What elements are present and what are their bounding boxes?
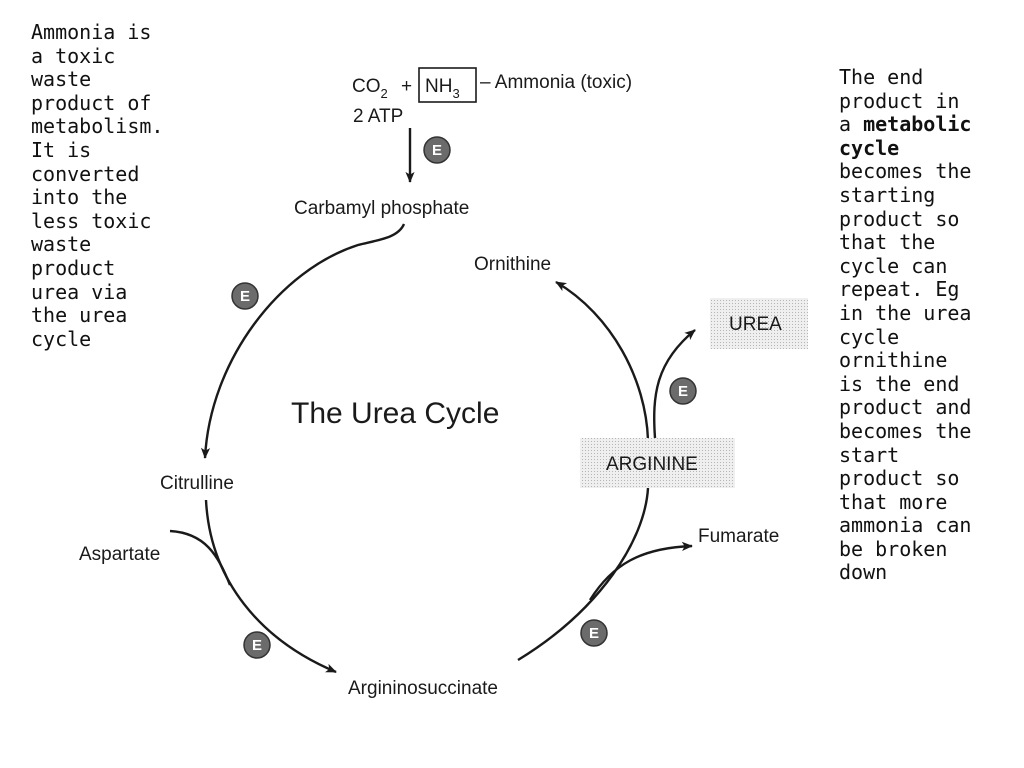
carbamyl-phosphate-label: Carbamyl phosphate <box>294 198 469 219</box>
co2-label: CO2 <box>352 76 388 101</box>
svg-text:E: E <box>589 625 599 642</box>
right-note-text-2: becomes the starting product so that the… <box>839 159 972 585</box>
enzyme-marker-3: E <box>669 377 697 405</box>
nh3-box <box>418 67 477 103</box>
urea-label: UREA <box>729 314 782 335</box>
svg-text:E: E <box>240 288 250 305</box>
enzyme-marker-2: E <box>231 282 259 310</box>
svg-text:E: E <box>432 142 442 159</box>
right-note: The end product in a metabolic cycle bec… <box>839 65 1019 585</box>
enzyme-marker-5: E <box>580 619 608 647</box>
arginine-label: ARGININE <box>606 454 698 475</box>
arc-citrulline-to-argininosuccinate <box>204 499 337 674</box>
arginine-highlight-box <box>580 438 735 488</box>
right-note-bold: metabolic cycle <box>839 112 972 160</box>
arc-carbamyl-to-citrulline <box>200 223 406 459</box>
urea-highlight-box <box>710 298 808 349</box>
atp-label: 2 ATP <box>353 106 403 127</box>
enzyme-marker-1: E <box>423 136 451 164</box>
svg-text:E: E <box>678 383 688 400</box>
right-note-text-1: The end product in a <box>839 65 960 137</box>
nh3-label: NH3 <box>425 76 460 101</box>
arc-arginine-to-ornithine <box>555 280 650 441</box>
ornithine-label: Ornithine <box>474 254 551 275</box>
argininosuccinate-label: Argininosuccinate <box>348 678 498 699</box>
diagram-title: The Urea Cycle <box>291 397 499 430</box>
ammonia-label: – Ammonia (toxic) <box>480 72 632 93</box>
svg-text:E: E <box>252 637 262 654</box>
aspartate-arrow <box>169 529 232 586</box>
urea-arrow <box>653 329 696 439</box>
enzyme-marker-4: E <box>243 631 271 659</box>
fumarate-arrow <box>588 541 693 601</box>
citrulline-label: Citrulline <box>160 473 234 494</box>
arc-argininosuccinate-to-arginine <box>517 487 650 662</box>
plus-sign: + <box>401 76 412 97</box>
fumarate-label: Fumarate <box>698 526 779 547</box>
aspartate-label: Aspartate <box>79 544 160 565</box>
left-note: Ammonia is a toxic waste product of meta… <box>31 20 164 351</box>
